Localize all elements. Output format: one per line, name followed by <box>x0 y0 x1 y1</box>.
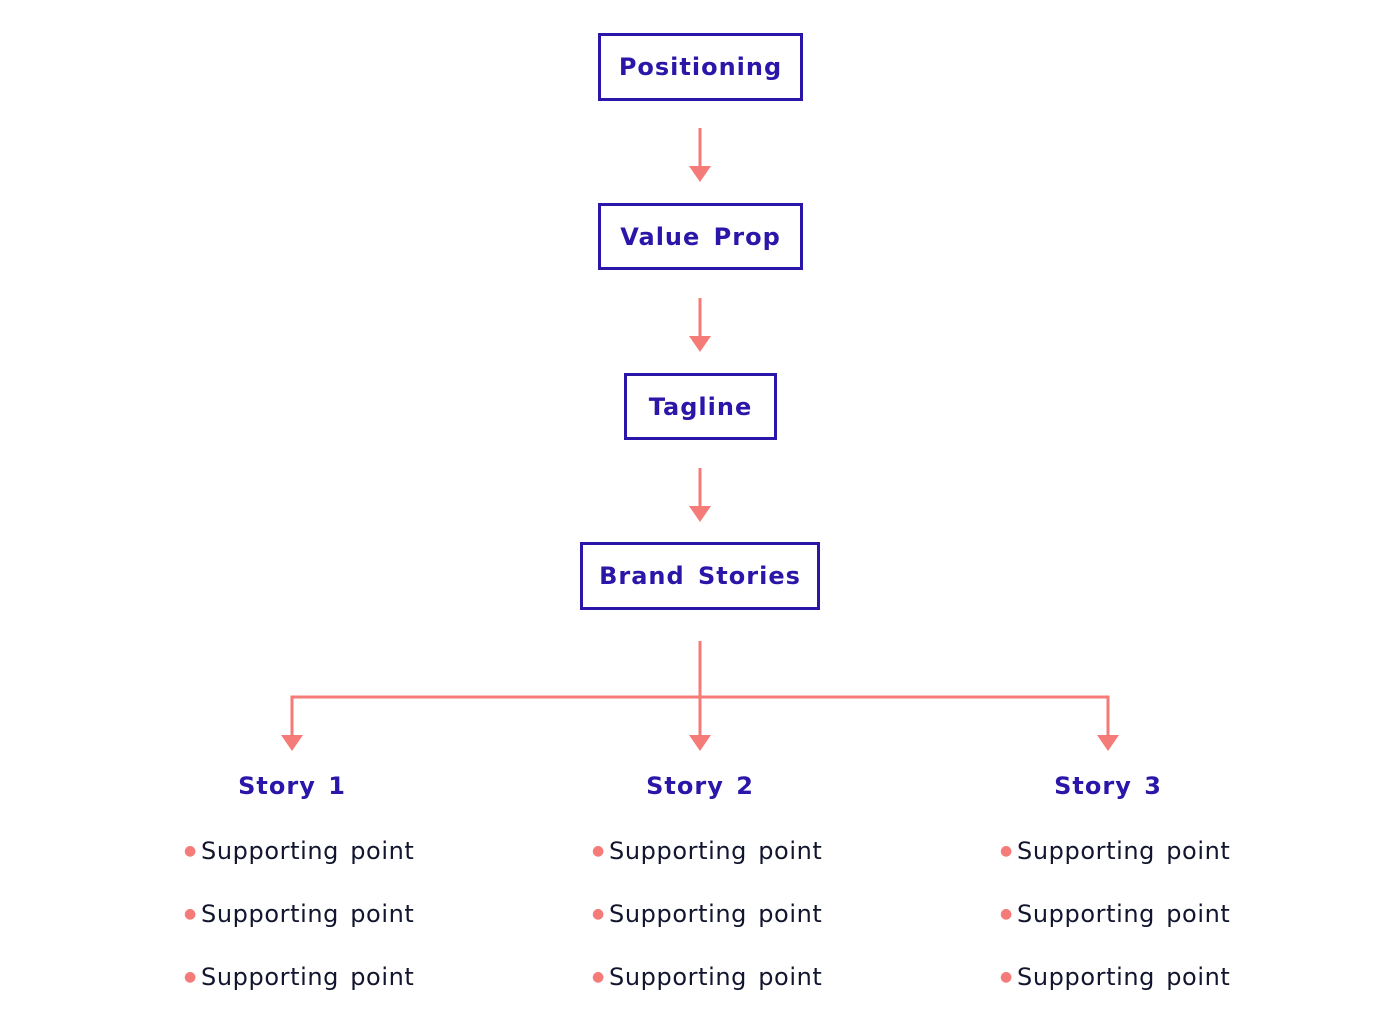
supporting-point: Supporting point <box>609 900 823 928</box>
list-item: ● Supporting point <box>1000 958 1230 1021</box>
list-item: ● Supporting point <box>1000 832 1230 895</box>
bullet-icon: ● <box>1000 906 1013 922</box>
value-prop-box: Value Prop <box>598 203 803 270</box>
supporting-point: Supporting point <box>201 900 415 928</box>
story-1-title: Story 1 <box>238 772 346 800</box>
arrowhead-story-3 <box>1097 735 1119 751</box>
bullet-icon: ● <box>184 906 197 922</box>
list-item: ● Supporting point <box>184 832 414 895</box>
connector-branch-bar <box>290 695 1110 738</box>
list-item: ● Supporting point <box>1000 895 1230 958</box>
supporting-point: Supporting point <box>1017 837 1231 865</box>
story-1-points: ● Supporting point ● Supporting point ● … <box>184 832 414 1021</box>
list-item: ● Supporting point <box>592 895 822 958</box>
bullet-icon: ● <box>1000 969 1013 985</box>
supporting-point: Supporting point <box>1017 963 1231 991</box>
positioning-box: Positioning <box>598 33 803 101</box>
supporting-point: Supporting point <box>1017 900 1231 928</box>
positioning-label: Positioning <box>618 53 783 81</box>
bullet-icon: ● <box>592 843 605 859</box>
brand-stories-box: Brand Stories <box>580 542 820 610</box>
value-prop-label: Value Prop <box>620 222 781 251</box>
list-item: ● Supporting point <box>184 958 414 1021</box>
list-item: ● Supporting point <box>592 832 822 895</box>
bullet-icon: ● <box>184 969 197 985</box>
arrowhead-brandstories <box>689 506 711 522</box>
story-2-title: Story 2 <box>646 772 754 800</box>
bullet-icon: ● <box>592 906 605 922</box>
arrowhead-tagline <box>689 336 711 352</box>
supporting-point: Supporting point <box>201 963 415 991</box>
story-3-title: Story 3 <box>1054 772 1162 800</box>
bullet-icon: ● <box>592 969 605 985</box>
supporting-point: Supporting point <box>609 837 823 865</box>
list-item: ● Supporting point <box>592 958 822 1021</box>
arrowhead-valueprop <box>689 166 711 182</box>
story-3-points: ● Supporting point ● Supporting point ● … <box>1000 832 1230 1021</box>
bullet-icon: ● <box>184 843 197 859</box>
arrowhead-story-2 <box>689 735 711 751</box>
tagline-label: Tagline <box>648 392 753 421</box>
list-item: ● Supporting point <box>184 895 414 958</box>
bullet-icon: ● <box>1000 843 1013 859</box>
brand-stories-label: Brand Stories <box>599 562 801 590</box>
arrowhead-story-1 <box>281 735 303 751</box>
supporting-point: Supporting point <box>609 963 823 991</box>
supporting-point: Supporting point <box>201 837 415 865</box>
tagline-box: Tagline <box>624 373 777 440</box>
story-2-points: ● Supporting point ● Supporting point ● … <box>592 832 822 1021</box>
